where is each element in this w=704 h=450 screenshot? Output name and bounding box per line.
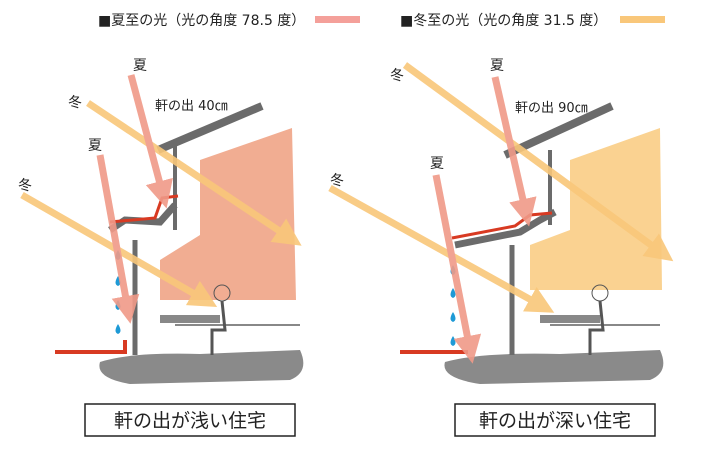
- legend-winter-label: ■冬至の光（光の角度 31.5 度）: [400, 13, 607, 29]
- left-winter-ray-1: [86, 100, 302, 246]
- left-winter-label-2: 冬: [18, 178, 32, 194]
- left-summer-ray-2: [96, 154, 140, 324]
- right-summer-ray-1: [491, 76, 537, 227]
- left-sunlit-area: [160, 128, 296, 300]
- right-winter-label-2: 冬: [330, 173, 344, 189]
- right-summer-label-2: 夏: [430, 156, 444, 172]
- right-caption-box: [454, 403, 656, 437]
- left-ground: [99, 350, 304, 384]
- right-winter-ray-1: [402, 62, 674, 262]
- left-summer-label-1: 夏: [133, 58, 147, 74]
- right-eave-label: 軒の出 90㎝: [515, 101, 588, 116]
- right-summer-ray-2: [432, 174, 482, 364]
- left-summer-label-2: 夏: [88, 138, 102, 154]
- legend-summer-label: ■夏至の光（光の角度 78.5 度）: [98, 13, 305, 29]
- left-winter-label-1: 冬: [68, 95, 82, 111]
- left-eave-label: 軒の出 40㎝: [155, 99, 228, 114]
- right-winter-label-1: 冬: [390, 68, 404, 84]
- right-summer-label-1: 夏: [490, 58, 504, 74]
- left-caption: 軒の出が浅い住宅: [114, 410, 266, 432]
- left-light-rays: [20, 74, 302, 324]
- right-winter-ray-2: [328, 184, 555, 313]
- left-caption-box: [84, 403, 296, 437]
- right-ground: [444, 350, 664, 384]
- right-roof: [503, 102, 614, 159]
- legend-winter-swatch: [620, 16, 665, 23]
- right-caption: 軒の出が深い住宅: [479, 410, 631, 432]
- left-summer-ray-1: [127, 74, 173, 209]
- legend-summer-swatch: [315, 16, 360, 23]
- right-light-rays: [328, 62, 674, 364]
- left-heat-ground: [55, 340, 127, 354]
- left-roof: [156, 102, 264, 154]
